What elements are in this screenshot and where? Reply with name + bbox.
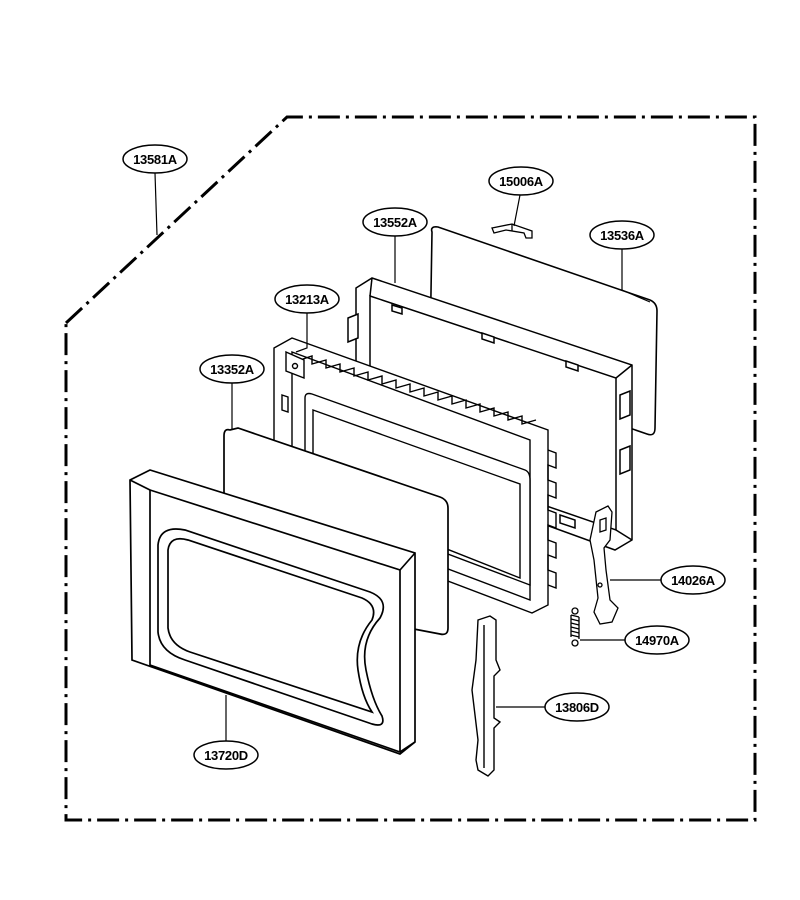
callout-label: 13213A (285, 292, 330, 307)
callout-13352A: 13352A (199, 354, 265, 384)
callout-13213A: 13213A (274, 284, 340, 314)
callout-13806D: 13806D (544, 692, 610, 722)
callout-label: 13552A (373, 215, 418, 230)
part-13720D-front-door (129, 469, 416, 755)
callout-label: 14026A (671, 573, 716, 588)
callout-13720D: 13720D (193, 740, 259, 770)
callout-label: 13720D (204, 748, 248, 763)
callout-15006A: 15006A (488, 166, 554, 196)
callout-label: 13581A (133, 152, 178, 167)
callout-label: 14970A (635, 633, 680, 648)
callout-label: 13536A (600, 228, 645, 243)
part-13806D-lever (471, 615, 502, 777)
callout-14026A: 14026A (660, 565, 726, 595)
leader-lines (154, 172, 662, 741)
callout-label: 15006A (499, 174, 544, 189)
part-14026A-latch (589, 505, 619, 625)
assembly-boundary (64, 115, 757, 822)
part-14970A-spring (570, 607, 580, 647)
callout-13552A: 13552A (362, 207, 428, 237)
callout-13581A: 13581A (122, 144, 188, 174)
callout-13536A: 13536A (589, 220, 655, 250)
callout-label: 13806D (555, 700, 599, 715)
callout-label: 13352A (210, 362, 255, 377)
callout-14970A: 14970A (624, 625, 690, 655)
part-15006A-clip (491, 223, 533, 239)
